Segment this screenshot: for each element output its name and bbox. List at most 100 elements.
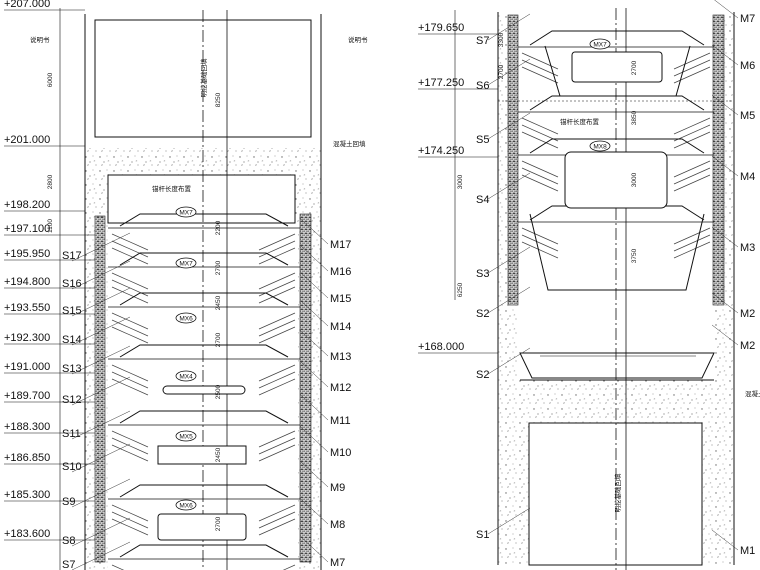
right-s-leader	[487, 58, 531, 86]
left-anchor-bolt	[111, 430, 149, 448]
right-m-label: M5	[740, 110, 755, 122]
left-elevation-label: +189.700	[4, 390, 50, 402]
left-m-label: M9	[330, 482, 345, 494]
right-m-label: M1	[740, 545, 755, 557]
left-anchor-bolt	[258, 326, 296, 344]
left-dim-label: 8250	[215, 92, 222, 107]
right-s-label: S5	[476, 134, 489, 146]
left-anchor-bolt	[111, 272, 149, 290]
left-floor-beam	[119, 484, 289, 498]
right-wall-hatch-right	[712, 14, 725, 306]
right-m-leader	[711, 324, 739, 346]
right-anchor-bolt	[521, 124, 559, 142]
left-m-leader	[299, 535, 329, 563]
left-frame-tag-shape	[175, 430, 197, 442]
left-m-label: M17	[330, 239, 351, 251]
right-anchor-bolt	[673, 167, 711, 185]
left-anchor-bolt	[111, 247, 149, 265]
left-s-label: S13	[62, 363, 82, 375]
left-frame-tag: MX6	[179, 503, 193, 510]
left-frame-tag-shape	[175, 206, 197, 218]
left-m-label: M11	[330, 415, 351, 427]
left-frame-tag: MX4	[179, 374, 193, 381]
left-elevation-label: +195.950	[4, 248, 50, 260]
left-anchor-bolt	[111, 240, 149, 258]
left-elevation-label: +186.850	[4, 452, 50, 464]
left-floor-beam	[119, 410, 289, 424]
right-anchor-bolt	[673, 52, 711, 70]
right-s-label: S2	[476, 308, 489, 320]
right-anchor-bolt	[521, 52, 559, 70]
left-anchor-bolt	[111, 326, 149, 344]
left-elevation-label: +193.550	[4, 302, 50, 314]
right-dim-label: 3750	[631, 248, 638, 263]
right-floor-beam	[529, 95, 705, 111]
right-dim-label: 3300	[498, 32, 505, 47]
right-anchor-bolt	[521, 131, 559, 149]
left-m-leader	[299, 460, 329, 488]
left-anchor-bolt	[258, 312, 296, 330]
right-opening	[571, 51, 663, 83]
left-m-leader	[299, 217, 329, 245]
right-s-leader	[487, 286, 531, 314]
left-m-leader	[299, 360, 329, 388]
left-anchor-bolt	[258, 430, 296, 448]
right-s-label: S4	[476, 194, 489, 206]
right-side-note: 混凝土回填	[745, 389, 760, 398]
left-anchor-bolt	[258, 233, 296, 251]
left-dim-label: 2500	[215, 384, 222, 399]
left-s-leader	[71, 541, 131, 570]
right-dim-label: 6250	[457, 282, 464, 297]
left-frame-tag: MX6	[179, 316, 193, 323]
right-m-leader	[711, 529, 739, 551]
left-m-label: M10	[330, 447, 351, 459]
left-m-label: M15	[330, 293, 351, 305]
left-s-label: S12	[62, 394, 82, 406]
left-anchor-bolt	[111, 378, 149, 396]
left-elevation-label: +191.000	[4, 361, 50, 373]
right-upper-frame	[544, 45, 691, 97]
right-s-label: S1	[476, 529, 489, 541]
right-dim-label: 2700	[631, 60, 638, 75]
left-anchor-bolt	[111, 286, 149, 304]
left-anchor-bolt	[258, 518, 296, 536]
right-m-label: M2	[740, 340, 755, 352]
right-wall-hatch-left	[507, 14, 519, 306]
left-s-label: S9	[62, 496, 75, 508]
left-anchor-bolt	[111, 437, 149, 455]
left-s-leader	[71, 316, 131, 346]
left-dim-label: 2700	[215, 516, 222, 531]
left-anchor-bolt	[258, 240, 296, 258]
right-anchor-bolt	[673, 227, 711, 245]
right-frame-tag: MX7	[593, 42, 607, 49]
left-s-label: S17	[62, 250, 82, 262]
left-frame-tag: MX5	[179, 434, 193, 441]
right-s-label: S3	[476, 268, 489, 280]
right-frame-tag-shape	[589, 140, 611, 152]
left-m-label: M7	[330, 557, 345, 569]
left-floor-beam	[119, 213, 289, 227]
left-elevation-label: +185.300	[4, 489, 50, 501]
right-dim-label: 2700	[498, 64, 505, 79]
left-anchor-bolt	[258, 437, 296, 455]
left-m-label: M8	[330, 519, 345, 531]
right-anchor-bolt	[521, 66, 559, 84]
left-elevation-label: +197.100	[4, 223, 50, 235]
right-anchor-bolt	[673, 160, 711, 178]
left-s-leader	[71, 443, 131, 473]
left-s-label: S15	[62, 305, 82, 317]
left-opening	[157, 445, 247, 465]
left-anchor-note: 锚杆长度布置	[152, 184, 192, 193]
right-anchor-bolt	[673, 117, 711, 135]
left-anchor-bolt	[111, 233, 149, 251]
right-block-text: 明挖基础回填	[613, 473, 622, 513]
left-anchor-bolt	[258, 511, 296, 529]
right-m-leader	[711, 94, 739, 116]
left-anchor-bolt	[258, 319, 296, 337]
right-s-leader	[487, 507, 531, 535]
left-s-label: S16	[62, 278, 82, 290]
right-s-leader	[487, 347, 531, 375]
left-frame-tag-shape	[175, 370, 197, 382]
left-top-note-2: 说明书	[348, 35, 368, 44]
